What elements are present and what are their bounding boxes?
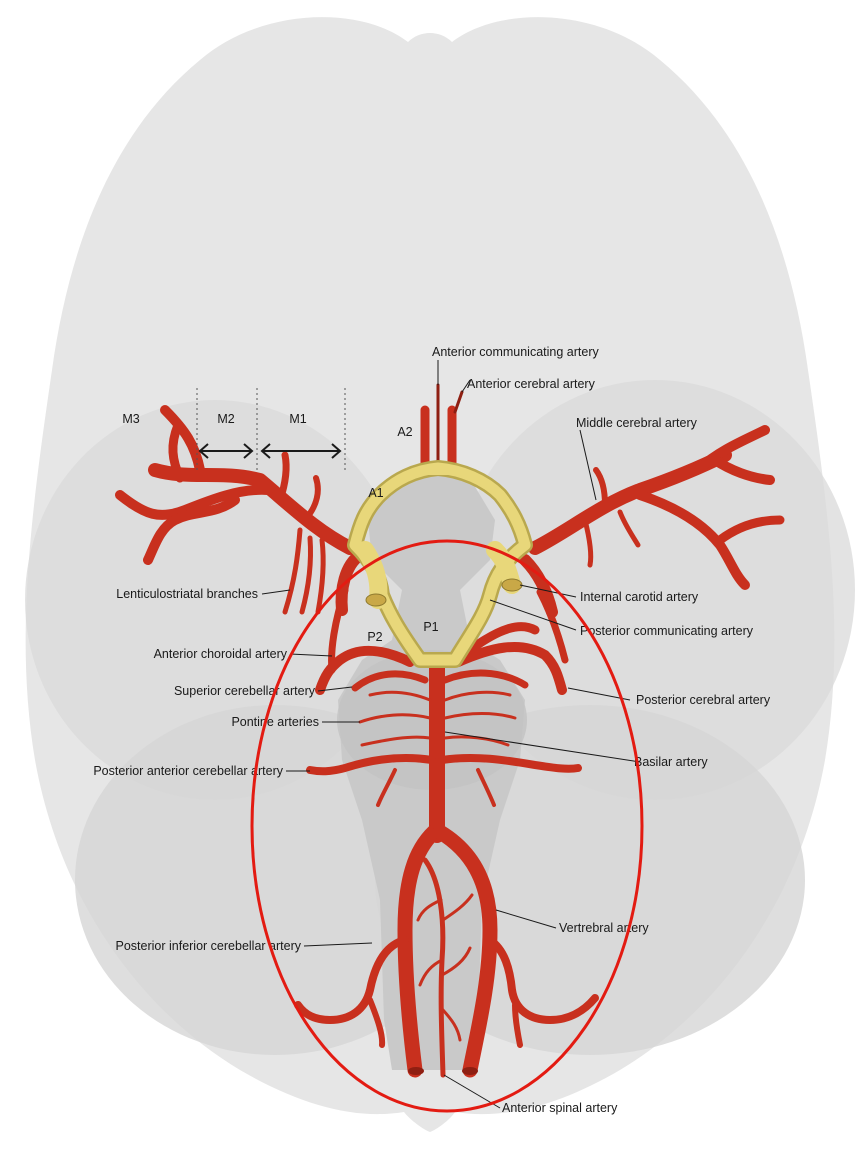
left-ica-lumen [366,594,386,606]
label-anterior-communicating-artery: Anterior communicating artery [432,345,599,359]
label-middle-cerebral-artery: Middle cerebral artery [576,416,698,430]
label-a2: A2 [397,425,412,439]
label-m1: M1 [289,412,306,426]
label-posterior-inferior-cerebellar-artery: Posterior inferior cerebellar artery [116,939,302,953]
right-vertebral-cut [462,1067,478,1075]
label-m2: M2 [217,412,234,426]
label-pontine-arteries: Pontine arteries [231,715,319,729]
left-vertebral-cut [408,1067,424,1075]
label-p1: P1 [423,620,438,634]
right-ica-lumen [502,579,522,591]
label-posterior-cerebral-artery: Posterior cerebral artery [636,693,771,707]
label-internal-carotid-artery: Internal carotid artery [580,590,699,604]
label-p2: P2 [367,630,382,644]
label-anterior-cerebral-artery: Anterior cerebral artery [467,377,596,391]
label-lenticulostriatal-branches: Lenticulostriatal branches [116,587,258,601]
label-superior-cerebellar-artery: Superior cerebellar artery [174,684,316,698]
label-vertebral-artery: Vertrebral artery [559,921,649,935]
label-anterior-choroidal-artery: Anterior choroidal artery [154,647,288,661]
label-basilar-artery: Basilar artery [634,755,708,769]
label-posterior-communicating-artery: Posterior communicating artery [580,624,754,638]
label-a1: A1 [368,486,383,500]
label-m3: M3 [122,412,139,426]
label-anterior-spinal-artery: Anterior spinal artery [502,1101,618,1115]
